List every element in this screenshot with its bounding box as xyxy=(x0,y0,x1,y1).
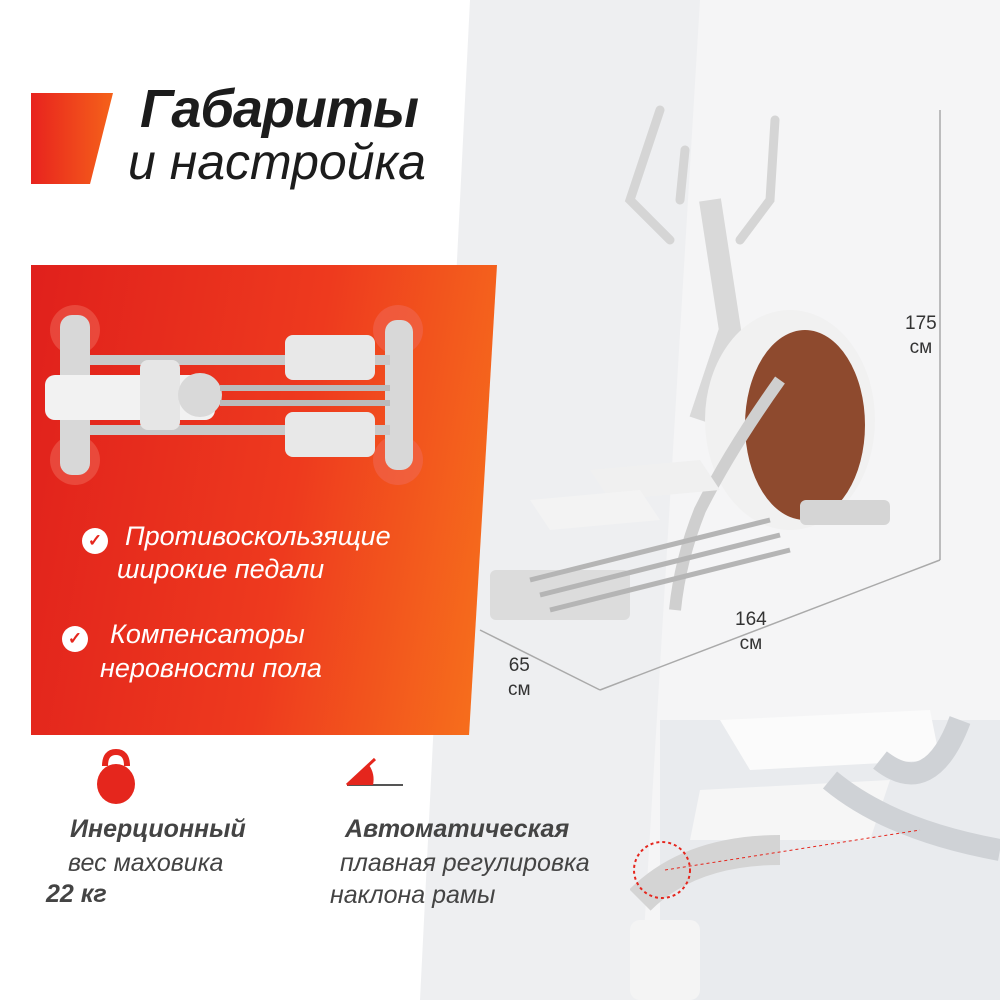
length-dimension: 164 см xyxy=(735,608,767,656)
dimension-value: 65 xyxy=(508,655,530,676)
width-dimension: 65 см xyxy=(508,654,531,702)
dimension-unit: см xyxy=(739,633,763,654)
flywheel-weight-value: 22 кг xyxy=(46,880,107,908)
feature-text: плавная регулировка xyxy=(340,849,590,877)
bullet-line: Противоскользящие xyxy=(125,521,391,551)
dimension-value: 175 xyxy=(905,313,937,334)
page-subtitle: и настройка xyxy=(128,134,426,190)
page-title: Габариты xyxy=(140,79,419,139)
elliptical-trainer-image xyxy=(479,105,941,691)
feature-text: наклона рамы xyxy=(330,881,496,909)
feature-title: Инерционный xyxy=(70,815,246,843)
incline-closeup-image xyxy=(630,710,1000,1000)
check-icon: ✓ xyxy=(82,528,108,554)
incline-angle-icon xyxy=(345,757,403,787)
trainer-top-view-image xyxy=(45,305,423,485)
dimension-unit: см xyxy=(508,679,531,700)
feature-title: Автоматическая xyxy=(345,815,570,843)
bullet-line: Компенсаторы xyxy=(110,619,305,649)
height-dimension: 175 см xyxy=(905,312,937,360)
kettlebell-icon xyxy=(97,748,135,804)
bullet-line: широкие педали xyxy=(117,554,325,584)
dimension-value: 164 xyxy=(735,609,767,630)
bullet-text: Противоскользящие xyxy=(125,520,391,553)
dimension-unit: см xyxy=(909,337,933,358)
features-panel xyxy=(31,265,497,735)
feature-text: вес маховика xyxy=(68,849,224,877)
check-icon: ✓ xyxy=(62,626,88,652)
bullet-line: неровности пола xyxy=(100,653,322,683)
